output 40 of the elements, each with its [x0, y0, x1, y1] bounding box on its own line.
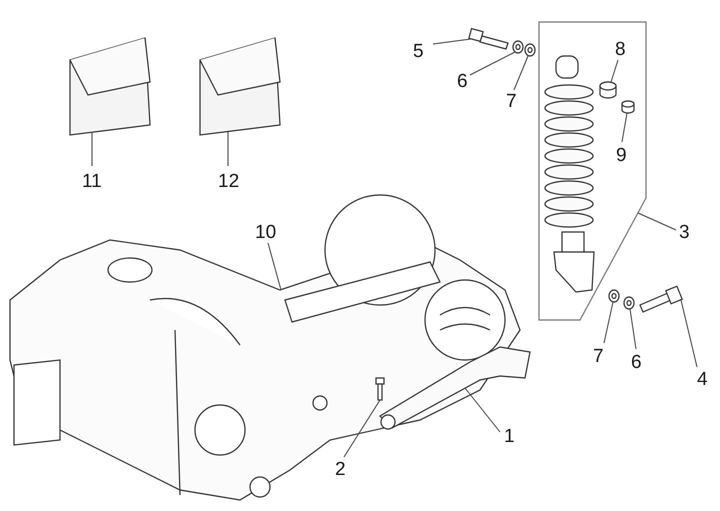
leader-line	[622, 112, 628, 142]
leader-line	[470, 52, 516, 76]
shock-absorber-outline	[538, 21, 647, 321]
washer-drawing	[512, 40, 524, 54]
bag-drawing	[199, 37, 281, 136]
callout-number: 4	[697, 369, 708, 390]
leader-line	[464, 388, 500, 432]
callout-number: 7	[506, 91, 517, 112]
leader-line	[610, 60, 618, 82]
callout-number: 5	[413, 41, 424, 62]
callout-number: 2	[335, 459, 346, 480]
bushing-drawing	[621, 100, 635, 114]
leader-line	[432, 38, 472, 44]
leader-line	[514, 56, 528, 90]
callout-number: 6	[631, 352, 642, 373]
callout-number: 12	[218, 171, 240, 192]
bolt-drawing	[639, 285, 683, 313]
bushing-drawing	[599, 81, 617, 99]
leader-line	[680, 300, 698, 368]
callout-number: 3	[679, 222, 690, 243]
callout-number: 6	[457, 71, 468, 92]
leader-line	[604, 302, 614, 344]
washer-drawing	[524, 43, 536, 57]
callout-number: 11	[82, 171, 102, 192]
leader-line	[630, 308, 636, 350]
leader-line	[268, 242, 282, 290]
leader-line	[344, 400, 380, 458]
callout-number: 10	[255, 222, 276, 243]
leader-line	[638, 212, 676, 230]
callout-number: 8	[615, 39, 626, 60]
washer-drawing	[608, 289, 620, 303]
bolt-drawing	[468, 28, 509, 50]
callout-number: 1	[504, 426, 515, 447]
kick-start-lever-drawing	[379, 346, 531, 430]
engine-drawing	[9, 194, 521, 501]
callout-number: 7	[593, 346, 604, 367]
screw-drawing	[375, 377, 385, 401]
washer-drawing	[623, 296, 635, 310]
bag-drawing	[69, 37, 151, 136]
callout-number: 9	[616, 145, 627, 166]
